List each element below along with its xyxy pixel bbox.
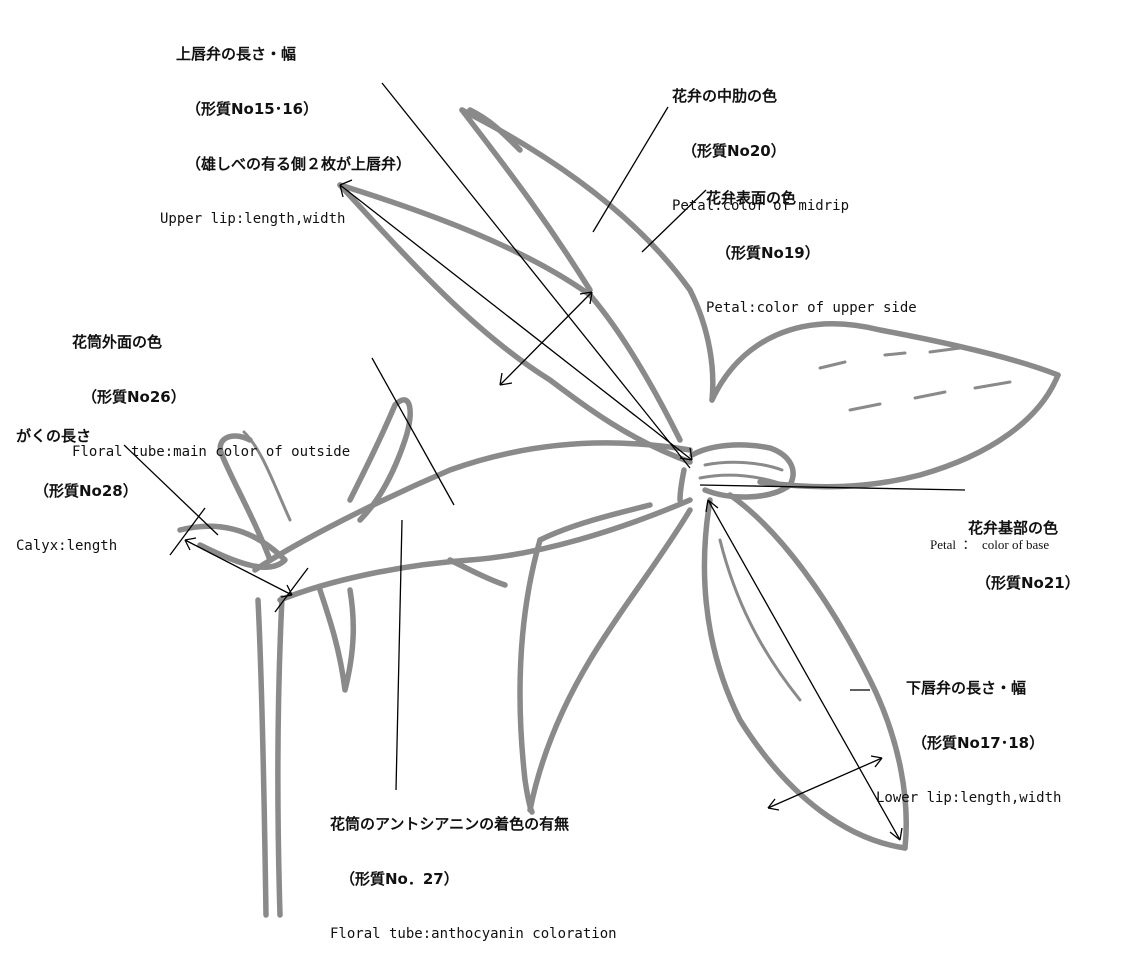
- lower-lip-jp: 下唇弁の長さ・幅: [906, 680, 1061, 697]
- upper-side-jp: 花弁表面の色: [706, 190, 917, 207]
- lower-lip-en: Lower lip:length,width: [876, 790, 1061, 807]
- lower-lip-trait: （形質No17･18）: [912, 735, 1061, 752]
- petal-base-en: Petal ： color of base: [930, 534, 1049, 553]
- upper-lip-en: Upper lip:length,width: [160, 211, 411, 228]
- lower-lip-length-arrow: [708, 500, 900, 840]
- anthocyanin-label: 花筒のアントシアニンの着色の有無 （形質No．27） Floral tube:a…: [330, 778, 617, 962]
- midrib-jp: 花弁の中肋の色: [672, 88, 849, 105]
- upper-side-en: Petal:color of upper side: [706, 300, 917, 317]
- tube-outside-jp: 花筒外面の色: [72, 334, 350, 351]
- right-petal: [712, 324, 1058, 487]
- upper-lip-trait: （形質No15･16）: [186, 101, 411, 118]
- upper-lip-note: （雄しべの有る側２枚が上唇弁）: [186, 156, 411, 173]
- midrib-leader: [593, 107, 668, 232]
- upper-side-label: 花弁表面の色 （形質No19） Petal:color of upper sid…: [706, 152, 917, 336]
- anthocyanin-jp: 花筒のアントシアニンの着色の有無: [330, 816, 617, 833]
- petal-base-trait: （形質No21）: [976, 575, 1080, 592]
- calyx-trait: （形質No28）: [34, 483, 138, 500]
- stem: [258, 598, 282, 915]
- anthocyanin-trait: （形質No．27）: [340, 871, 617, 888]
- upper-side-trait: （形質No19）: [716, 245, 917, 262]
- corolla-center: [680, 445, 793, 500]
- anthocyanin-leader: [396, 520, 402, 790]
- calyx-label: がくの長さ （形質No28） Calyx:length: [16, 390, 138, 574]
- upper-lip-jp: 上唇弁の長さ・幅: [176, 46, 411, 63]
- anthocyanin-en: Floral tube:anthocyanin coloration: [330, 926, 617, 943]
- calyx-en: Calyx:length: [16, 538, 138, 555]
- calyx-jp: がくの長さ: [16, 428, 138, 445]
- lower-lip-label: 下唇弁の長さ・幅 （形質No17･18） Lower lip:length,wi…: [906, 642, 1061, 826]
- upper-lip-label: 上唇弁の長さ・幅 （形質No15･16） （雄しべの有る側２枚が上唇弁） Upp…: [176, 8, 411, 247]
